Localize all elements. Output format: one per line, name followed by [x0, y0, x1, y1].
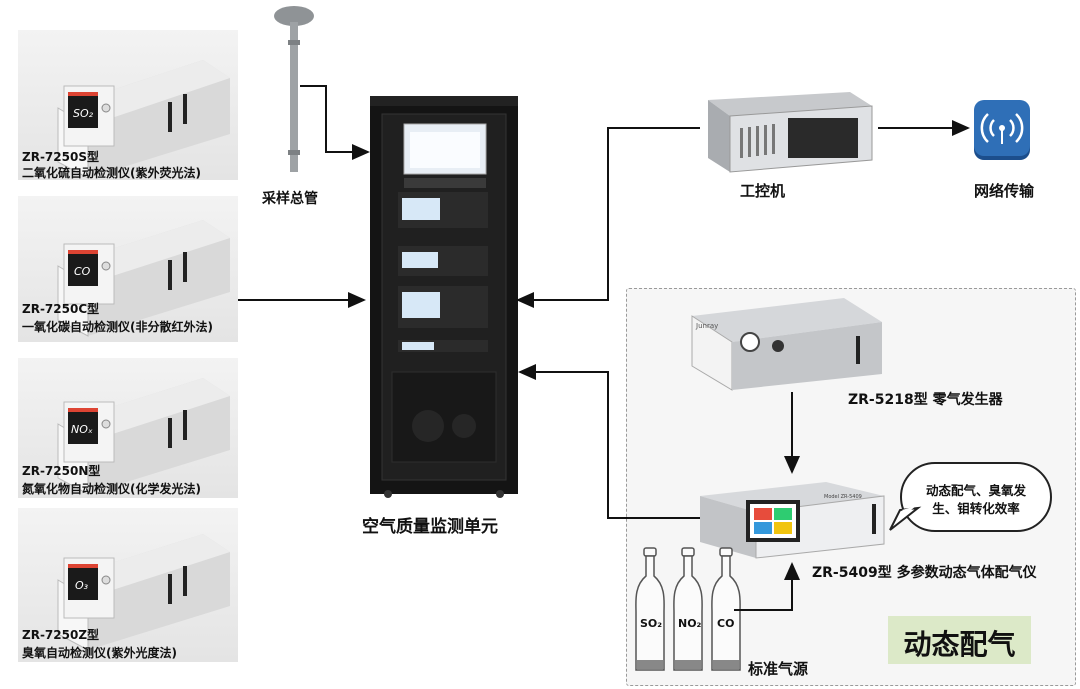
cylinder-no2: [673, 547, 703, 671]
analyzer-panel-o3: O₃ ZR-7250Z型 臭氧自动检测仪(紫外光度法): [18, 508, 238, 662]
dynamic-dilution-badge-text: 动态配气: [903, 628, 1016, 661]
analyzer-panel-co: CO ZR-7250C型 一氧化碳自动检测仪(非分散红外法): [18, 196, 238, 342]
zero-air-generator-device: Junray: [691, 298, 882, 391]
calibrator-label: ZR-5409型 多参数动态气体配气仪: [812, 565, 1037, 581]
o3-screen-text: O₃: [75, 579, 89, 592]
cabinet-label: 空气质量监测单元: [362, 517, 498, 537]
bubble-tail: [889, 506, 922, 531]
function-callout-bubble: 动态配气、臭氧发 生、钼转化效率: [900, 462, 1052, 532]
sampling-manifold-label: 采样总管: [262, 191, 318, 207]
calibrator-model-text: Model ZR-5409: [824, 494, 862, 500]
analyzer-panel-so2: SO₂ ZR-7250S型 二氧化硫自动检测仪(紫外荧光法): [18, 30, 238, 180]
so2-screen-text: SO₂: [73, 107, 94, 120]
co-model-label: ZR-7250C型: [22, 302, 100, 316]
co-analyzer-device: CO: [57, 220, 230, 337]
gas-cylinders-group: [635, 547, 741, 671]
sampling-manifold-icon: [274, 6, 314, 172]
analyzer-panel-nox: NOₓ ZR-7250N型 氮氧化物自动检测仪(化学发光法): [18, 358, 238, 498]
nox-desc-label: 氮氧化物自动检测仪(化学发光法): [22, 482, 201, 496]
o3-analyzer-device: O₃: [57, 534, 230, 651]
so2-analyzer-device: SO₂: [57, 60, 230, 179]
nox-model-label: ZR-7250N型: [22, 464, 101, 478]
dynamic-dilution-badge: 动态配气: [888, 616, 1031, 664]
o3-model-label: ZR-7250Z型: [22, 628, 100, 642]
gas-source-label: 标准气源: [748, 660, 809, 678]
arrow-calibrator-to-cabinet: [518, 364, 700, 519]
arrow-sampling-to-cabinet: [300, 85, 370, 160]
ipc-label: 工控机: [740, 182, 786, 200]
nox-analyzer-device: NOₓ: [57, 378, 230, 495]
monitoring-cabinet: [370, 96, 518, 498]
bubble-line-1: 动态配气、臭氧发: [925, 483, 1026, 498]
zero-air-brand: Junray: [695, 322, 718, 330]
cylinder-co-label: CO: [717, 617, 735, 630]
network-label: 网络传输: [974, 182, 1035, 200]
cylinder-so2: [635, 547, 665, 671]
cylinder-no2-label: NO₂: [678, 617, 702, 630]
co-desc-label: 一氧化碳自动检测仪(非分散红外法): [22, 320, 213, 334]
bubble-line-2: 生、钼转化效率: [932, 501, 1020, 516]
o3-desc-label: 臭氧自动检测仪(紫外光度法): [22, 646, 177, 660]
arrow-cylinders-to-calibrator: [734, 562, 800, 611]
network-transmission-icon: [974, 100, 1030, 160]
co-screen-text: CO: [74, 265, 91, 278]
so2-desc-label: 二氧化硫自动检测仪(紫外荧光法): [22, 166, 201, 180]
zero-air-label: ZR-5218型 零气发生器: [848, 392, 1003, 408]
gas-calibrator-device: Model ZR-5409: [700, 482, 885, 559]
nox-screen-text: NOₓ: [71, 423, 93, 436]
arrow-ipc-to-cabinet: [516, 127, 700, 308]
cylinder-co: [711, 547, 741, 671]
industrial-pc-device: [708, 92, 873, 173]
cylinder-so2-label: SO₂: [640, 617, 663, 630]
so2-model-label: ZR-7250S型: [22, 150, 99, 164]
